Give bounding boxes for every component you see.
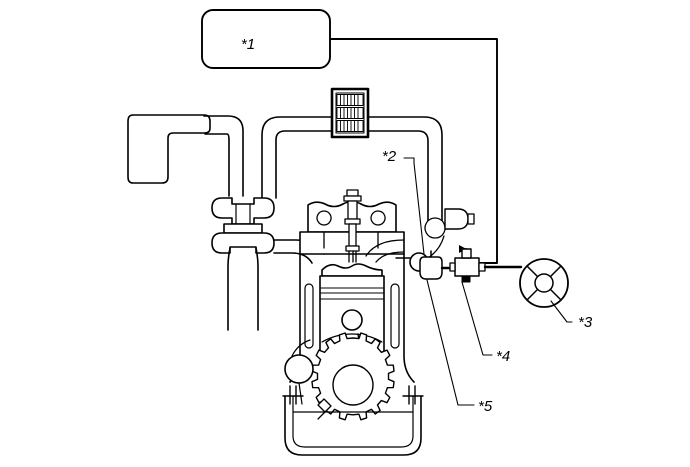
- intake-duct-aircleaner-inner: [204, 133, 230, 197]
- vsv-left-port: [449, 262, 456, 272]
- turbo-compressor-housing: [211, 197, 275, 225]
- exhaust-downpipe-left: [227, 247, 231, 331]
- intake-port: [365, 239, 405, 257]
- vacuum-actuator: [419, 256, 443, 280]
- turbo-turbine-housing: [211, 232, 275, 254]
- duct-intercooler-to-intake-inner: [366, 130, 429, 233]
- egr-cooler-flange: [467, 213, 475, 225]
- crankshaft-gear: [311, 332, 395, 421]
- duct-turbo-to-intercooler-inner: [275, 130, 334, 199]
- cylinder-block-right: [403, 253, 415, 383]
- intake-duct-aircleaner-outer: [203, 115, 244, 197]
- oil-pan-outer: [284, 395, 422, 456]
- leader-line-c4: [461, 281, 493, 356]
- piston-rings: [319, 287, 385, 300]
- egr-cooler-connector: [424, 217, 446, 239]
- intake-port-inner: [375, 251, 405, 263]
- crankshaft-position-sensor: [284, 354, 314, 384]
- leader-line-c2: [403, 157, 425, 255]
- piston-crown: [321, 263, 383, 277]
- ecm-box: [201, 9, 331, 69]
- egr-cooler-box: [444, 208, 469, 230]
- vacuum-pump: [519, 258, 569, 308]
- intercooler-fins: [340, 94, 359, 132]
- callout-label-4: *4: [496, 348, 510, 365]
- oil-pan-inner: [292, 395, 414, 448]
- oil-pickup: [317, 398, 332, 420]
- intercooler-band: [336, 107, 364, 119]
- intercooler-band: [336, 94, 364, 106]
- turbo-compressor-hub: [235, 203, 251, 225]
- duct-turbo-to-intercooler-outer: [261, 116, 334, 199]
- callout-label-2: *2: [382, 148, 397, 165]
- callout-label-3: *3: [578, 314, 593, 331]
- callout-label-5: *5: [478, 398, 493, 415]
- vsv-top-port: [461, 248, 472, 259]
- cylinder-liner-right: [390, 283, 400, 349]
- crank-sensor-bracket: [291, 339, 311, 357]
- vsv-body: [454, 257, 480, 277]
- vsv-connector: [461, 275, 471, 283]
- intake-valve: [316, 210, 332, 249]
- leader-line-c5: [426, 279, 475, 406]
- air-cleaner-box: [127, 114, 211, 184]
- exhaust-manifold-lower: [273, 252, 313, 264]
- duct-intercooler-to-intake-outer: [366, 116, 443, 233]
- crank-sensor-lead: [298, 382, 303, 405]
- intercooler-band: [336, 120, 364, 132]
- exhaust-downpipe-right: [255, 247, 259, 331]
- callout-label-1: *1: [241, 36, 255, 53]
- cylinder-liner-left: [304, 283, 314, 349]
- piston-skirt: [321, 333, 383, 343]
- piston-pin: [341, 309, 363, 331]
- leader-line-c3: [550, 300, 573, 323]
- turbo-center-housing: [223, 223, 263, 234]
- fuel-injector: [343, 189, 362, 263]
